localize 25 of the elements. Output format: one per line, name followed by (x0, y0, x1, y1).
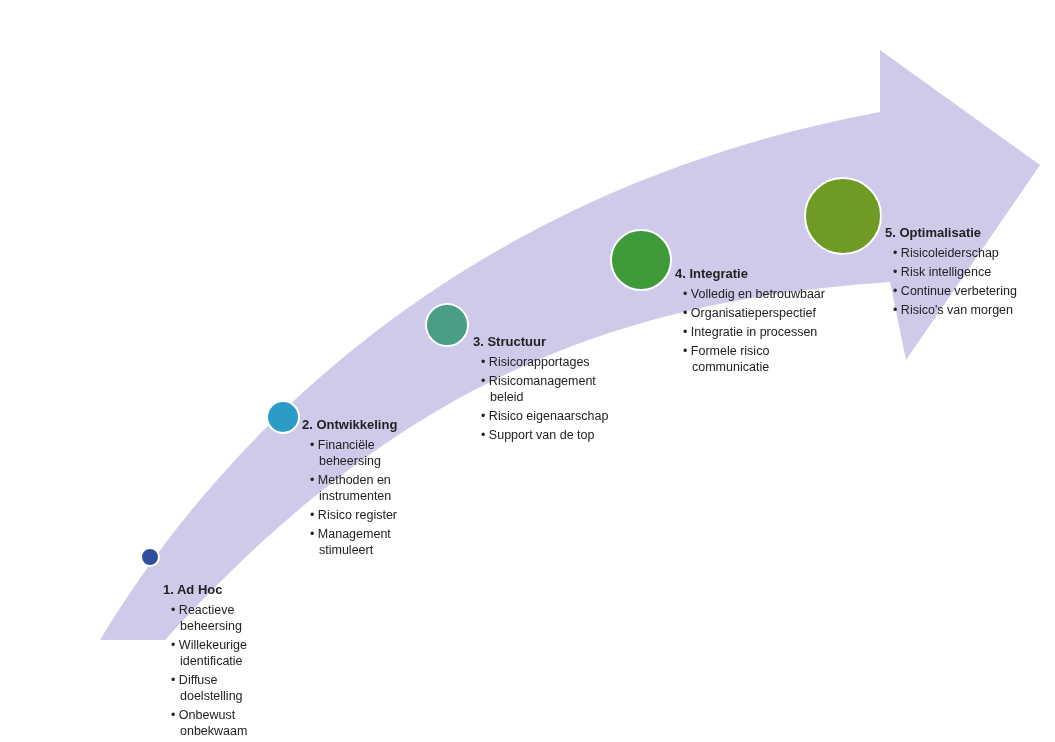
bullet-item: • Integratie in processen (683, 324, 819, 340)
bullet-item: • Onbewust onbekwaam (171, 707, 249, 739)
bullet-item: • Support van de top (481, 427, 596, 443)
bullet-item: • Risk intelligence (893, 264, 993, 280)
stage-heading: 3. Structuur (473, 334, 547, 350)
bullet-item: • Management stimuleert (310, 526, 392, 558)
bullet-item: • Risico eigenaarschap (481, 408, 610, 424)
bullet-item: • Willekeurige identificatie (171, 637, 248, 669)
stage-heading: 2. Ontwikkeling (302, 417, 399, 433)
bullet-item: • Risicoleiderschap (893, 245, 1000, 261)
bullet-item: • Volledig en betrouwbaar (683, 286, 825, 302)
bullet-item: • Continue verbetering (893, 283, 1018, 299)
bullet-item: • Formele risico communicatie (683, 343, 771, 375)
stage-heading: 1. Ad Hoc (163, 582, 224, 598)
bullet-item: • Risico's van morgen (893, 302, 1014, 318)
stage-heading: 4. Integratie (675, 266, 749, 282)
bullet-item: • Risico register (310, 507, 399, 523)
bullet-item: • Risicomanagement beleid (481, 373, 597, 405)
bullet-item: • Diffuse doelstelling (171, 672, 244, 704)
bullet-item: • Organisatieperspectief (683, 305, 817, 321)
bullet-item: • Financiële beheersing (310, 437, 382, 469)
bullet-item: • Reactieve beheersing (171, 602, 243, 634)
bullet-item: • Risicorapportages (481, 354, 591, 370)
stage-heading: 5. Optimalisatie (885, 225, 983, 241)
bullet-item: • Methoden en instrumenten (310, 472, 393, 504)
